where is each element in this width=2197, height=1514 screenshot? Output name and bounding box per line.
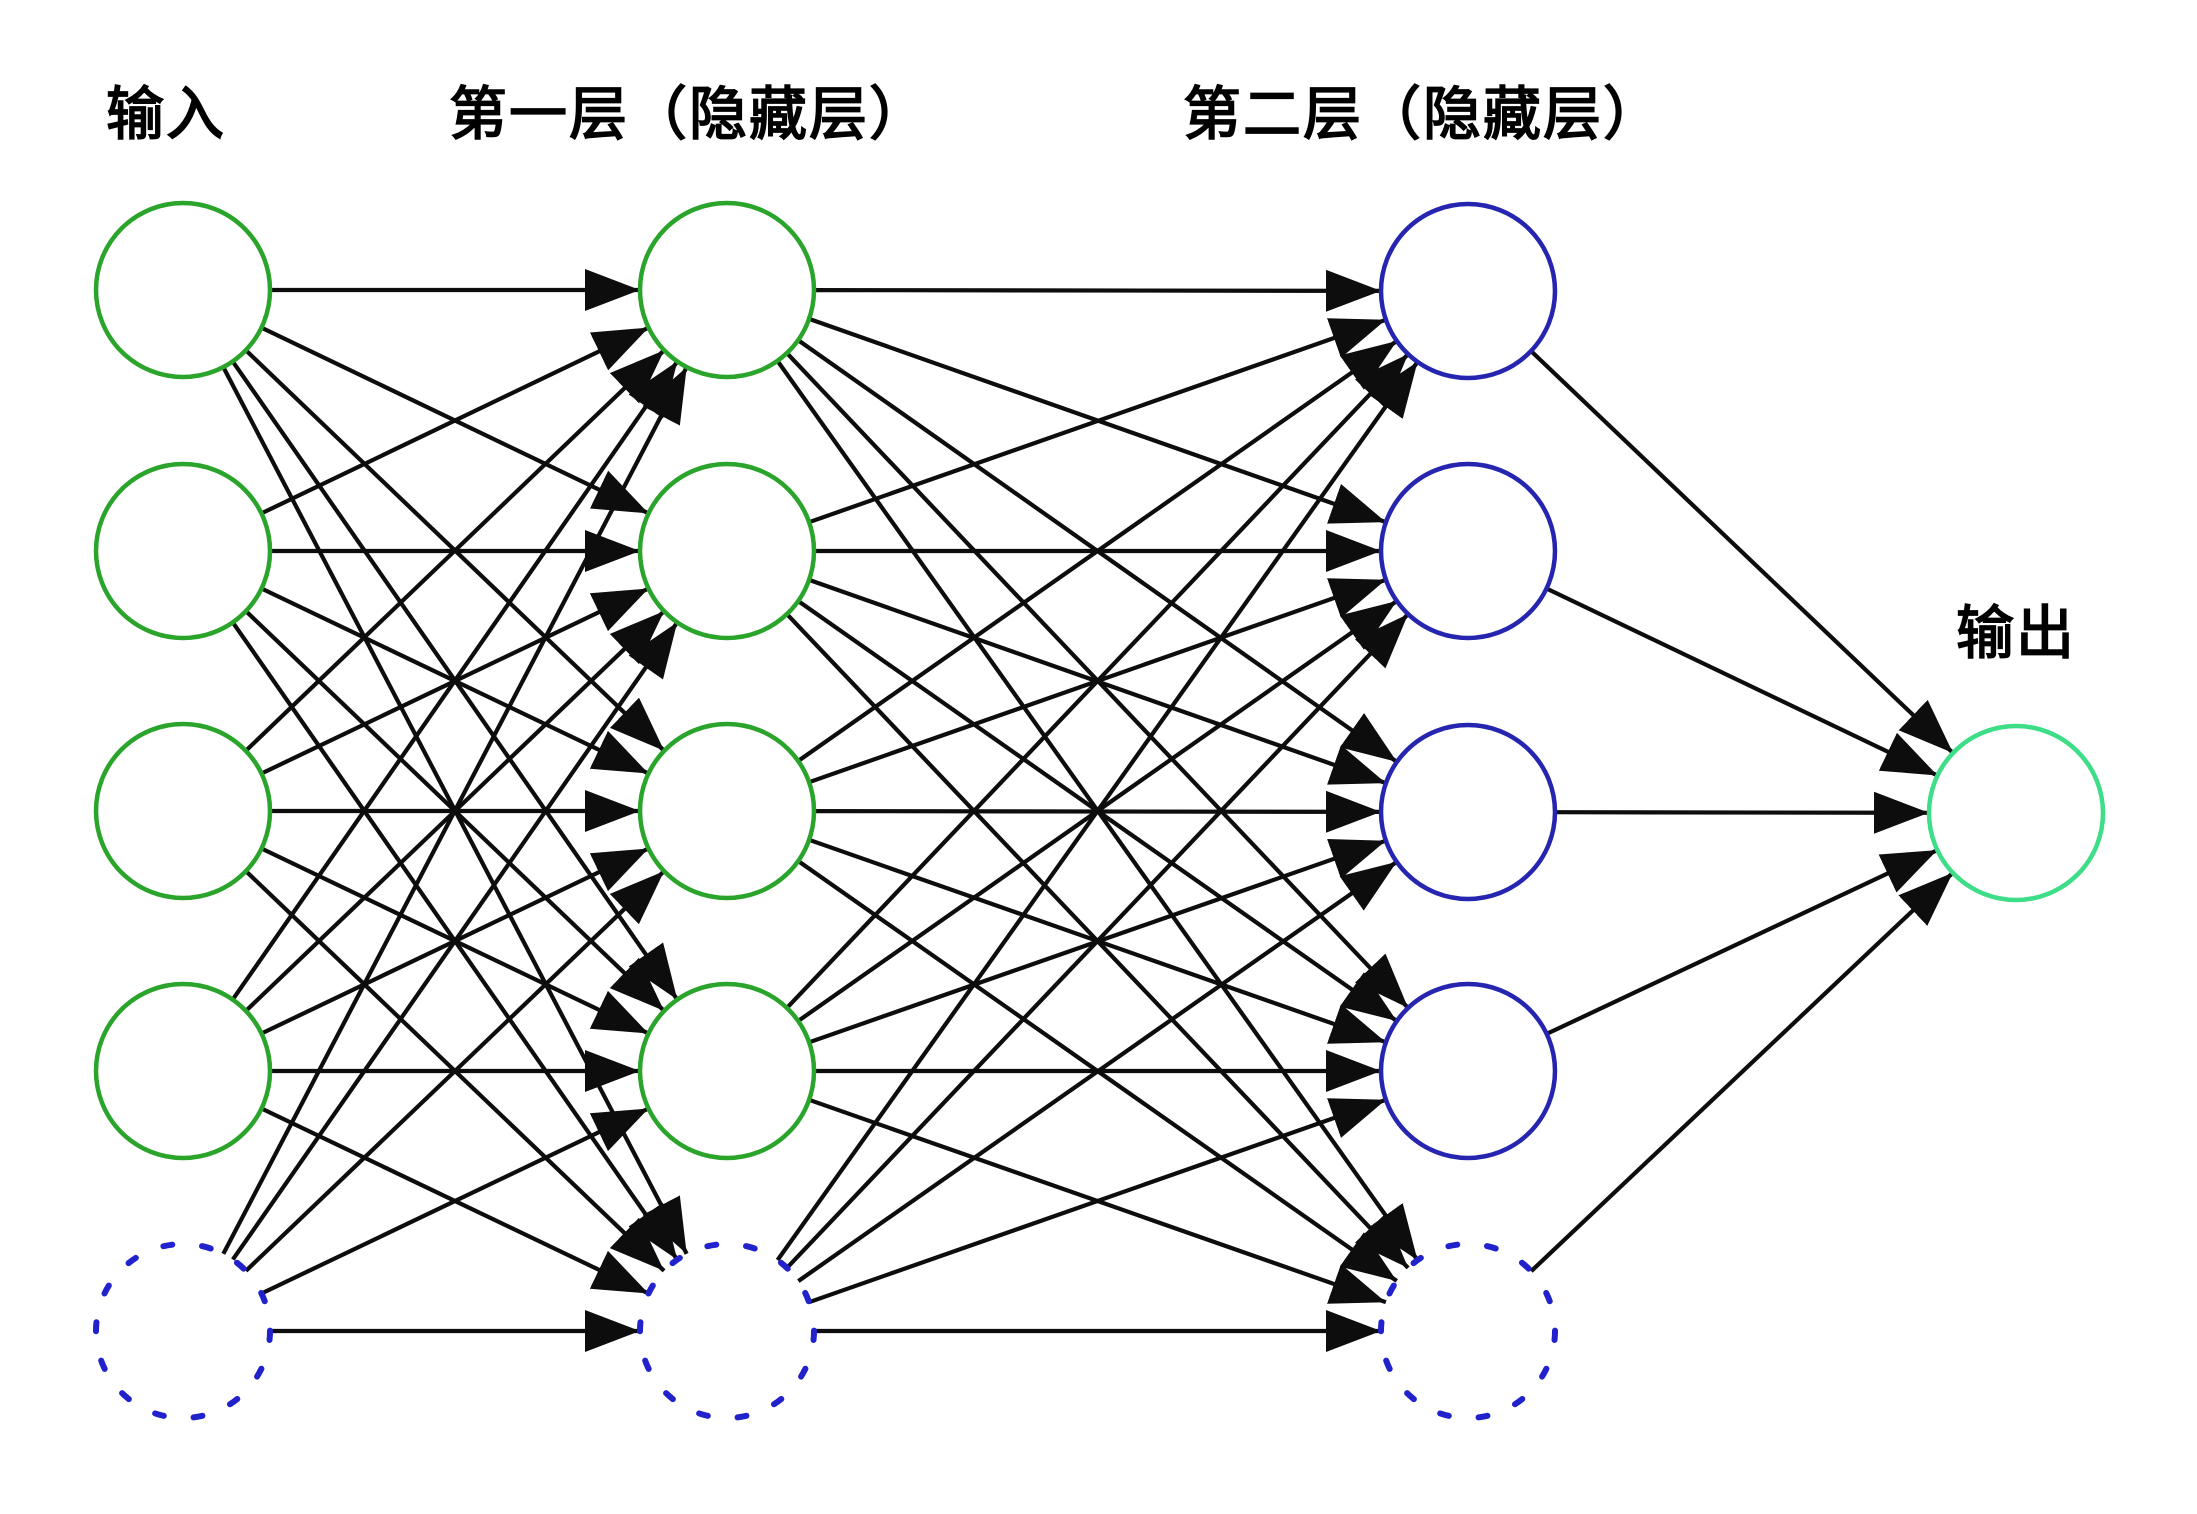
diagram-label-output: 输出 bbox=[1956, 599, 2077, 667]
input-node-3 bbox=[93, 721, 273, 901]
hidden2-node-1 bbox=[1378, 201, 1558, 381]
input-node-1 bbox=[93, 200, 273, 380]
edge-input-1-to-hidden1-0 bbox=[260, 325, 650, 516]
diagram-label-layer2: 第二层（隐藏层） bbox=[1183, 80, 1664, 148]
nodes bbox=[93, 200, 2106, 1421]
diagram-label-layer1: 第一层（隐藏层） bbox=[449, 80, 930, 148]
edge-input-4-to-hidden1-3 bbox=[260, 1106, 650, 1296]
edge-input-4-to-hidden1-2 bbox=[244, 869, 666, 1273]
input-node-5 bbox=[93, 1241, 273, 1421]
hidden2-node-2 bbox=[1378, 461, 1558, 641]
edge-hidden2-3-to-output-0 bbox=[1545, 848, 1939, 1036]
edge-hidden1-2-to-hidden2-0 bbox=[796, 339, 1399, 763]
edge-input-4-to-hidden1-0 bbox=[221, 366, 689, 1255]
hidden2-node-3 bbox=[1378, 722, 1558, 902]
hidden2-node-5 bbox=[1378, 1241, 1558, 1421]
hidden2-node-4 bbox=[1378, 981, 1558, 1161]
edge-hidden2-2-to-output-0 bbox=[1554, 791, 1930, 834]
edges bbox=[221, 269, 1955, 1352]
edge-hidden1-0-to-hidden2-0 bbox=[813, 269, 1382, 312]
edge-hidden1-1-to-hidden2-0 bbox=[808, 317, 1387, 525]
output-node-1 bbox=[1926, 723, 2106, 903]
hidden1-node-4 bbox=[637, 981, 817, 1161]
input-node-2 bbox=[93, 461, 273, 641]
hidden1-node-3 bbox=[637, 721, 817, 901]
edge-hidden2-0-to-output-0 bbox=[1529, 349, 1955, 755]
edge-hidden1-4-to-hidden2-2 bbox=[797, 860, 1398, 1283]
edge-input-4-to-hidden1-1 bbox=[231, 621, 679, 1261]
edge-hidden2-4-to-output-0 bbox=[1529, 871, 1955, 1273]
hidden1-node-5 bbox=[637, 1241, 817, 1421]
diagram-label-input: 输入 bbox=[106, 80, 227, 148]
edge-hidden2-1-to-output-0 bbox=[1545, 586, 1939, 778]
edge-hidden1-3-to-hidden2-0 bbox=[785, 352, 1410, 1010]
hidden1-node-1 bbox=[637, 200, 817, 380]
edge-hidden1-4-to-hidden2-3 bbox=[808, 1097, 1387, 1305]
edge-hidden1-4-to-hidden2-0 bbox=[775, 360, 1420, 1262]
edge-input-2-to-hidden1-0 bbox=[244, 348, 666, 753]
hidden1-node-2 bbox=[637, 461, 817, 641]
edge-hidden1-4-to-hidden2-1 bbox=[785, 612, 1410, 1270]
input-node-4 bbox=[93, 981, 273, 1161]
edge-input-3-to-hidden1-0 bbox=[230, 360, 680, 1001]
